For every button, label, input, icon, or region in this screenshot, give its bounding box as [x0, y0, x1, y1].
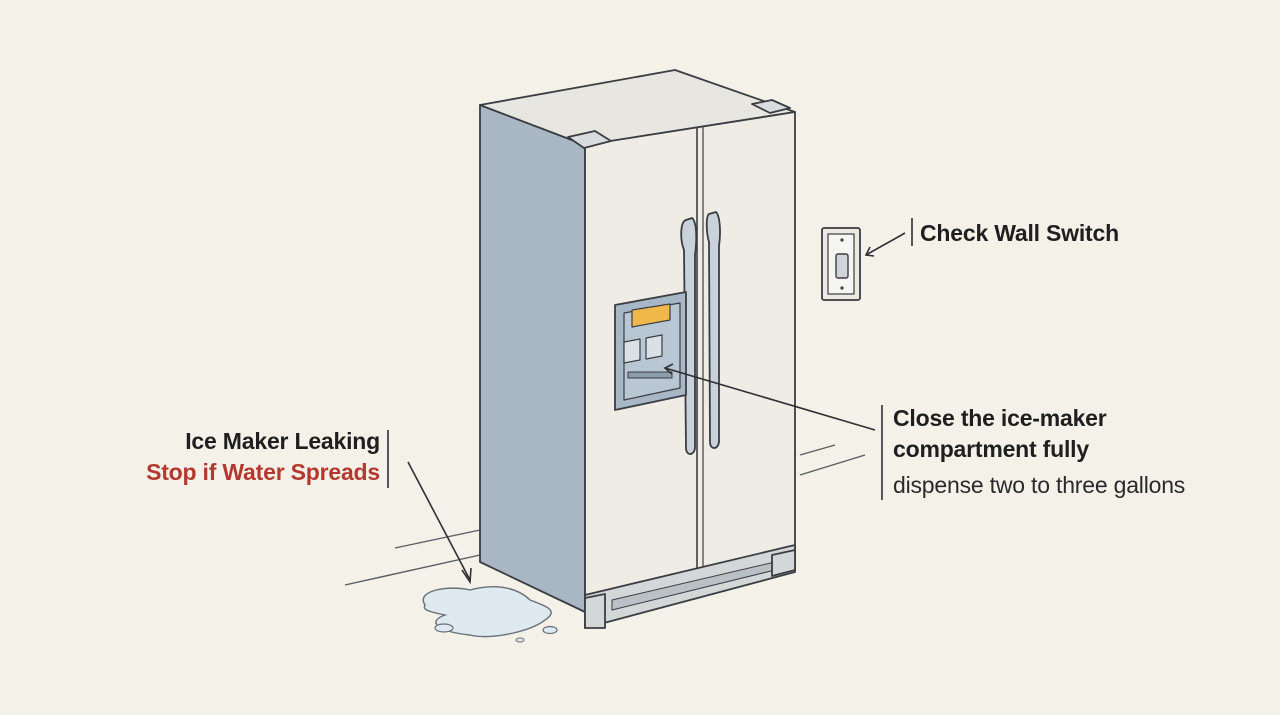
callout-lines: [387, 218, 913, 585]
close-ice-maker-label-line2: compartment fully: [893, 436, 1089, 462]
stop-if-water-spreads-warning: Stop if Water Spreads: [146, 459, 380, 485]
fridge-side: [479, 104, 586, 613]
dispenser-display: [631, 303, 671, 328]
wall-switch-icon: [821, 227, 861, 301]
dispense-gallons-note: dispense two to three gallons: [893, 472, 1186, 498]
right-door-handle: [705, 211, 721, 449]
ice-maker-leaking-label: Ice Maker Leaking: [185, 428, 380, 454]
left-door-handle: [680, 217, 698, 455]
check-wall-switch-label: Check Wall Switch: [920, 220, 1119, 246]
close-ice-maker-label-line1: Close the ice-maker: [893, 405, 1107, 431]
water-puddle-icon: [422, 586, 558, 643]
floor-lines: [344, 444, 866, 586]
refrigerator-icon: [479, 69, 796, 629]
